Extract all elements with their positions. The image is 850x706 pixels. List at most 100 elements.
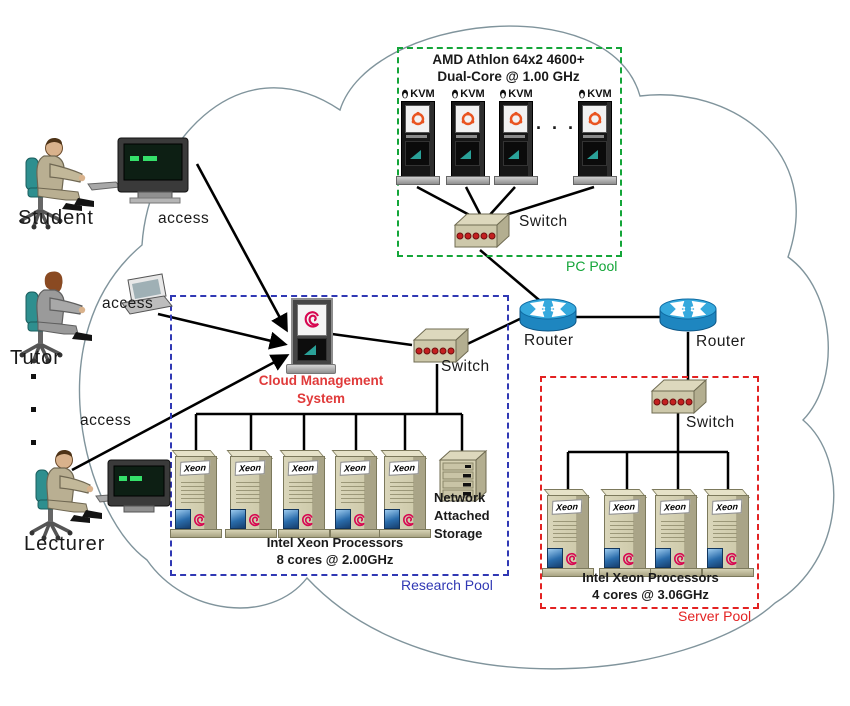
xeon-server: Xeon [702,489,754,577]
research-pool-caption-line1: Intel Xeon Processors [266,535,404,550]
xeon-logo: Xeon [179,460,211,476]
research-pool-caption-line2: 8 cores @ 2.00GHz [276,552,394,567]
xeon-logo: Xeon [234,460,266,476]
kvm-machine: KVM [573,88,617,188]
cms-label-line2: System [296,391,346,406]
nas-icon [438,449,488,503]
server-pool-switch-icon [650,378,708,415]
cloud-outline-shape [78,25,835,670]
server-pool-switch-label: Switch [686,414,735,431]
pc-pool-ellipsis: . . . [536,113,577,133]
kvm-machine: KVM [446,88,490,188]
network-links [194,185,730,492]
pc-pool-switch-label: Switch [519,213,568,230]
router-icon [659,298,717,332]
xeon-logo: Xeon [659,499,691,515]
lecturer-figure [29,449,171,541]
router-label-left: Router [524,332,574,349]
tutor-figure [19,271,173,364]
debian-logo [194,513,205,527]
debian-logo [302,513,313,527]
xeon-server: Xeon [278,450,330,538]
xeon-server: Xeon [225,450,277,538]
tux-icon [452,89,459,99]
kvm-label: KVM [494,88,538,100]
nas-label-line1: Network [434,490,486,505]
ubuntu-logo [503,105,528,133]
access-label-lecturer: access [80,412,132,429]
debian-logo [674,552,685,566]
nas-label-line3: Storage [434,526,483,541]
screen [405,141,430,166]
access-label-student: access [158,210,210,227]
cloud-management-server [286,298,336,374]
users-ellipsis-dot [31,440,36,445]
xeon-logo: Xeon [287,460,319,476]
kvm-machine: KVM [494,88,538,188]
debian-logo [249,513,260,527]
tux-icon [402,89,409,99]
kvm-label: KVM [446,88,490,100]
users-ellipsis-dot [31,374,36,379]
access-label-tutor: access [102,295,154,312]
tux-icon [500,89,507,99]
ubuntu-logo [405,105,430,133]
intel-xeon-badge [175,509,191,529]
xeon-logo: Xeon [339,460,371,476]
kvm-machine: KVM [396,88,440,188]
research-pool-label: Research Pool [401,577,493,593]
kvm-label: KVM [573,88,617,100]
tux-icon [579,89,586,99]
intel-xeon-badge [230,509,246,529]
debian-logo [623,552,634,566]
research-pool-switch-label: Switch [441,358,490,375]
xeon-logo: Xeon [388,460,420,476]
pc-pool-title-line1: AMD Athlon 64x2 4600+ [432,52,585,67]
screen [297,338,327,361]
debian-logo [297,304,327,336]
access-arrows [71,163,290,472]
intel-xeon-badge [547,548,563,568]
ubuntu-logo [582,105,607,133]
cms-label-line1: Cloud Management [258,373,384,388]
screen [455,141,480,166]
intel-xeon-badge [283,509,299,529]
intel-xeon-badge [655,548,671,568]
xeon-logo: Xeon [711,499,743,515]
intel-xeon-badge [604,548,620,568]
ubuntu-logo [455,105,480,133]
pc-pool-switch-icon [453,212,511,249]
xeon-server: Xeon [170,450,222,538]
kvm-label: KVM [396,88,440,100]
xeon-server: Xeon [650,489,702,577]
intel-xeon-badge [707,548,723,568]
xeon-server: Xeon [542,489,594,577]
lecturer-label: Lecturer [24,533,106,555]
xeon-server: Xeon [330,450,382,538]
screen [503,141,528,166]
router-label-right: Router [696,333,746,350]
xeon-logo: Xeon [608,499,640,515]
intel-xeon-badge [335,509,351,529]
intel-xeon-badge [384,509,400,529]
research-pool-switch-icon [412,327,470,364]
server-pool-caption-line1: Intel Xeon Processors [582,570,719,585]
xeon-server: Xeon [379,450,431,538]
pc-pool-label: PC Pool [566,258,618,274]
student-figure [19,137,189,230]
xeon-logo: Xeon [551,499,583,515]
screen [582,141,607,166]
server-pool-label: Server Pool [678,608,752,624]
student-label: Student [18,207,94,229]
server-pool-caption-line2: 4 cores @ 3.06GHz [592,587,709,602]
debian-logo [354,513,365,527]
users-ellipsis-dot [31,407,36,412]
debian-logo [403,513,414,527]
xeon-server: Xeon [599,489,651,577]
router-icon [519,298,577,332]
debian-logo [726,552,737,566]
nas-label-line2: Attached [434,508,490,523]
debian-logo [566,552,577,566]
